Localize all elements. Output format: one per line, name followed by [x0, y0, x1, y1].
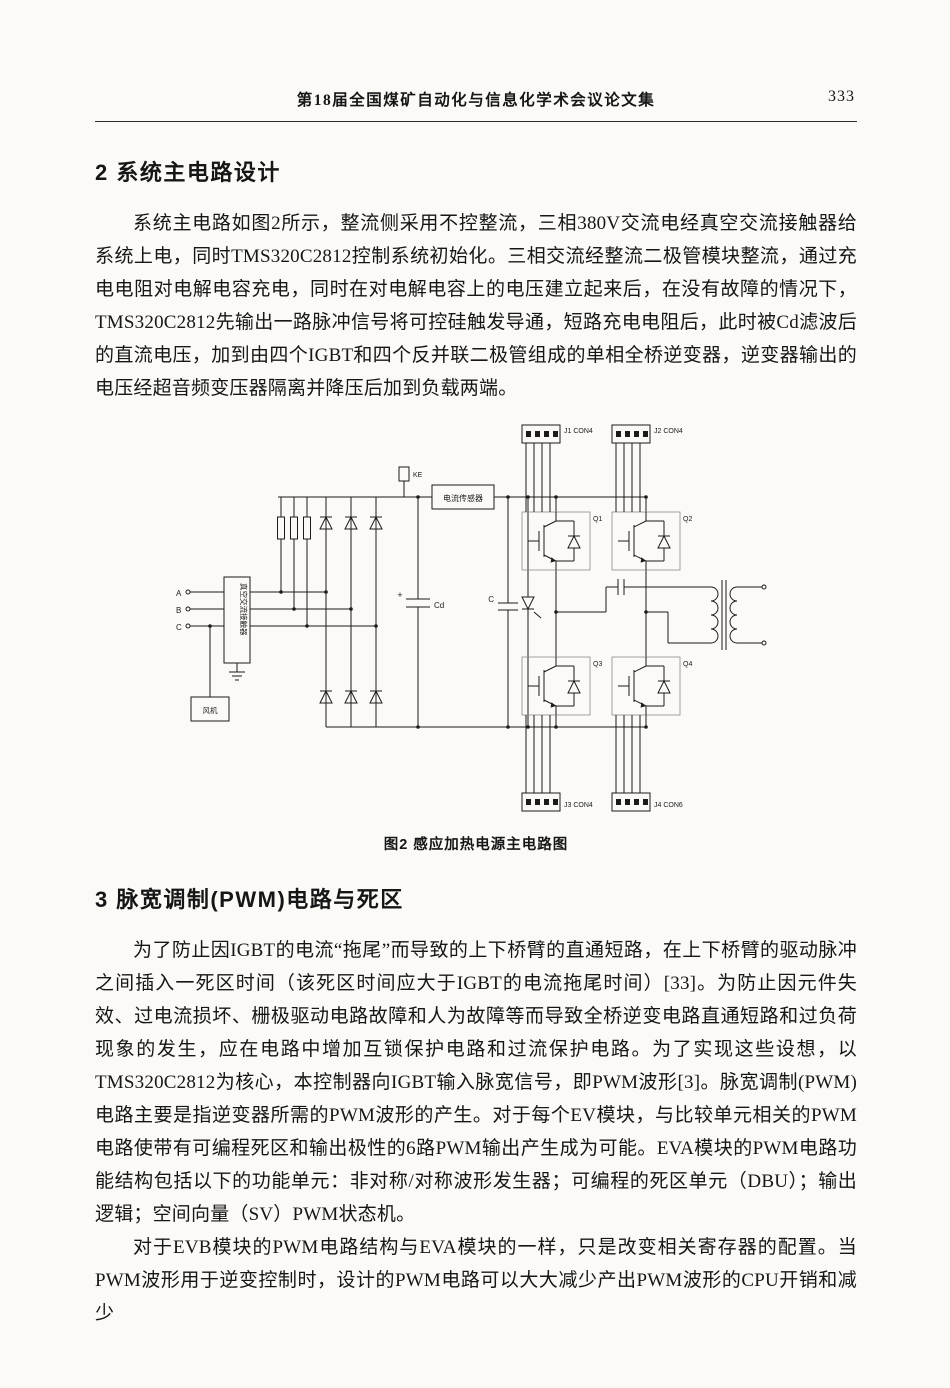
scr-thyristor — [521, 497, 542, 727]
label-q2: Q2 — [683, 516, 692, 523]
label-current-sensor: 电流传感器 — [443, 493, 483, 503]
label-con3: J3 CON4 — [564, 802, 593, 809]
label-q1: Q1 — [593, 516, 602, 523]
igbt-q4 — [611, 656, 681, 716]
fan-block — [190, 696, 230, 722]
page-header: 第18届全国煤矿自动化与信息化学术会议论文集 333 — [95, 88, 857, 122]
connector-j3 — [521, 792, 561, 812]
label-phase-c: C — [176, 623, 182, 632]
label-con4: J4 CON6 — [654, 802, 683, 809]
label-contactor: 真空交流接触器 — [239, 583, 249, 636]
label-q3: Q3 — [593, 661, 602, 668]
connector-j4 — [611, 792, 651, 812]
dc-link-section — [398, 466, 542, 727]
igbt-q2 — [611, 511, 681, 571]
label-phase-b: B — [176, 606, 181, 615]
transformer — [710, 580, 767, 650]
section-3-paragraph-2: 对于EVB模块的PWM电路结构与EVA模块的一样，只是改变相关寄存器的配置。当P… — [95, 1237, 857, 1324]
section-2-paragraph: 系统主电路如图2所示，整流侧采用不控整流，三相380V交流电经真空交流接触器给系… — [95, 213, 857, 399]
label-plus: + — [397, 590, 402, 600]
section-3-heading: 3 脉宽调制(PWM)电路与死区 — [95, 887, 404, 912]
ke-element — [398, 466, 410, 482]
connector-j2 — [611, 424, 651, 444]
page-number: 333 — [828, 88, 855, 105]
label-ke: KE — [413, 472, 423, 479]
gate-drive-connectors — [521, 424, 651, 812]
label-q4: Q4 — [683, 661, 692, 668]
connector-j1 — [521, 424, 561, 444]
section-2-heading: 2 系统主电路设计 — [95, 160, 281, 185]
igbt-q3 — [521, 656, 591, 716]
diagram-labels: A B C 真空交流接触器 风机 KE 电流传感器 + Cd C Q1 Q2 Q… — [176, 428, 692, 809]
proceedings-title: 第18届全国煤矿自动化与信息化学术会议论文集 — [296, 92, 656, 109]
section-3-paragraph-1: 为了防止因IGBT的电流“拖尾”而导致的上下桥臂的直通短路，在上下桥臂的驱动脉冲… — [95, 940, 857, 1225]
label-phase-a: A — [176, 589, 182, 598]
main-circuit-diagram: A B C 真空交流接触器 风机 KE 电流传感器 + Cd C Q1 Q2 Q… — [176, 424, 767, 812]
junction-dots — [208, 495, 648, 729]
figure-2: A B C 真空交流接触器 风机 KE 电流传感器 + Cd C Q1 Q2 Q… — [95, 417, 857, 854]
page-content: 2 系统主电路设计 系统主电路如图2所示，整流侧采用不控整流，三相380V交流电… — [95, 121, 857, 1330]
output-wiring — [556, 579, 711, 644]
igbt-q1 — [521, 511, 591, 571]
rectifier-bridge — [319, 497, 383, 727]
label-c: C — [488, 595, 494, 604]
label-cd: Cd — [434, 601, 444, 610]
label-con1: J1 CON4 — [564, 428, 593, 435]
three-phase-input — [185, 576, 376, 722]
charging-resistors — [277, 497, 311, 626]
figure-2-caption: 图2 感应加热电源主电路图 — [383, 837, 569, 853]
label-fan: 风机 — [203, 705, 218, 715]
label-con2: J2 CON4 — [654, 428, 683, 435]
current-sensor-block — [431, 484, 495, 510]
